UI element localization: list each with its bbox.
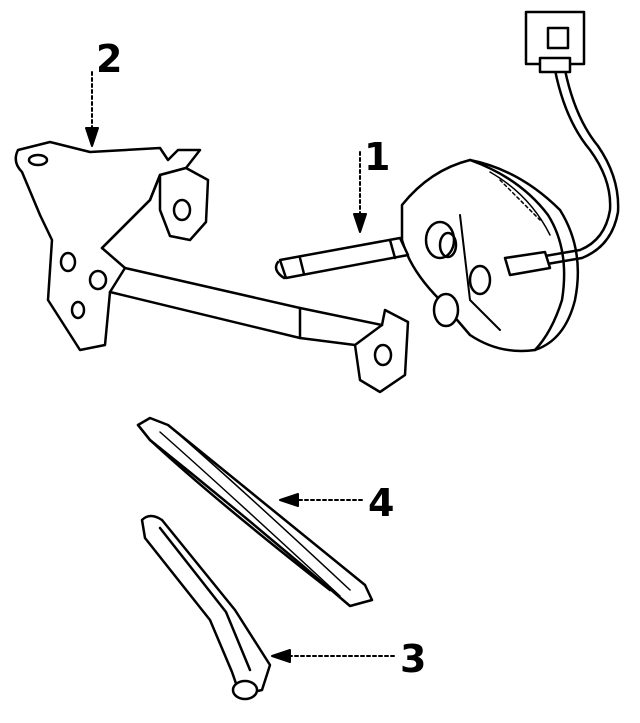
wiper-motor xyxy=(274,10,620,353)
callout-4: 4 xyxy=(368,481,394,525)
callout-2: 2 xyxy=(96,37,122,81)
wiper-arm xyxy=(140,514,272,701)
wiper-blade xyxy=(136,416,374,608)
callout-1: 1 xyxy=(364,135,390,179)
mounting-bracket xyxy=(14,140,410,394)
callout-3: 3 xyxy=(400,637,426,681)
callout-leaders xyxy=(85,71,395,663)
